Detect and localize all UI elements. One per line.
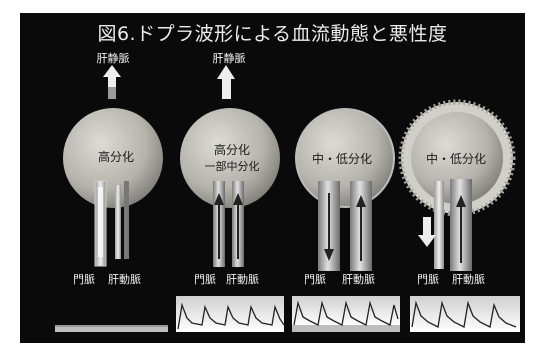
panel-2: 肝静脈 高分化 一部中分化 門脈 肝動脈 xyxy=(176,51,285,332)
tumor-label-line-1: 高分化 xyxy=(98,149,134,164)
portal-vein-label: 門脈 xyxy=(194,272,216,286)
diagram-title: 図6.ドプラ波形による血流動態と悪性度 xyxy=(97,23,448,45)
diagram-slide: 図6.ドプラ波形による血流動態と悪性度 xyxy=(20,13,525,343)
hepatic-artery-tube xyxy=(115,185,121,259)
portal-vein-label: 門脈 xyxy=(304,272,326,286)
hepatic-vein-stub xyxy=(108,85,116,99)
portal-vein-tube xyxy=(434,181,444,269)
tumor-label-line-1: 高分化 xyxy=(214,142,250,157)
hepatic-artery-tube-2 xyxy=(124,181,129,259)
portal-vein-label: 門脈 xyxy=(73,272,95,286)
doppler-waveform xyxy=(293,300,399,326)
doppler-waveform xyxy=(177,302,285,330)
up-arrow-icon xyxy=(217,65,235,99)
panel-3: 中・低分化 門脈 肝動脈 xyxy=(292,108,400,332)
tumor-sphere xyxy=(180,108,280,208)
tumor-sphere xyxy=(63,108,163,208)
doppler-waveform-panel xyxy=(410,296,520,332)
up-arrow-icon xyxy=(233,193,243,259)
doppler-waveform-panel xyxy=(176,296,284,332)
diagram-canvas: 肝静脈 高分化 門脈 肝動脈 肝静脈 高分化 一部中分化 xyxy=(55,51,520,332)
tumor-label-line-1: 中・低分化 xyxy=(312,151,372,166)
portal-vein-label: 門脈 xyxy=(417,272,439,286)
down-arrow-icon xyxy=(418,217,436,247)
hepatic-artery-label: 肝動脈 xyxy=(108,272,141,286)
up-arrow-icon xyxy=(356,195,366,261)
up-arrow-icon xyxy=(456,195,466,263)
up-arrow-icon xyxy=(103,65,121,87)
doppler-baseline xyxy=(292,325,400,332)
up-arrow-icon xyxy=(214,193,224,259)
hepatic-artery-label: 肝動脈 xyxy=(226,272,259,286)
doppler-baseline xyxy=(55,325,168,332)
portal-flow-core xyxy=(98,187,103,257)
hepatic-vein-label: 肝静脈 xyxy=(97,51,130,65)
panel-1: 肝静脈 高分化 門脈 肝動脈 xyxy=(55,51,168,332)
hepatic-artery-label: 肝動脈 xyxy=(342,272,375,286)
doppler-waveform xyxy=(411,300,517,328)
panel-4: 中・低分化 門脈 肝動脈 xyxy=(398,99,520,332)
hepatic-artery-label: 肝動脈 xyxy=(452,272,485,286)
tumor-label-line-1: 中・低分化 xyxy=(426,151,486,166)
tumor-label-line-2: 一部中分化 xyxy=(205,159,260,173)
capsule-texture xyxy=(398,99,516,217)
hepatic-vein-label: 肝静脈 xyxy=(213,51,246,65)
down-arrow-icon xyxy=(324,193,334,261)
